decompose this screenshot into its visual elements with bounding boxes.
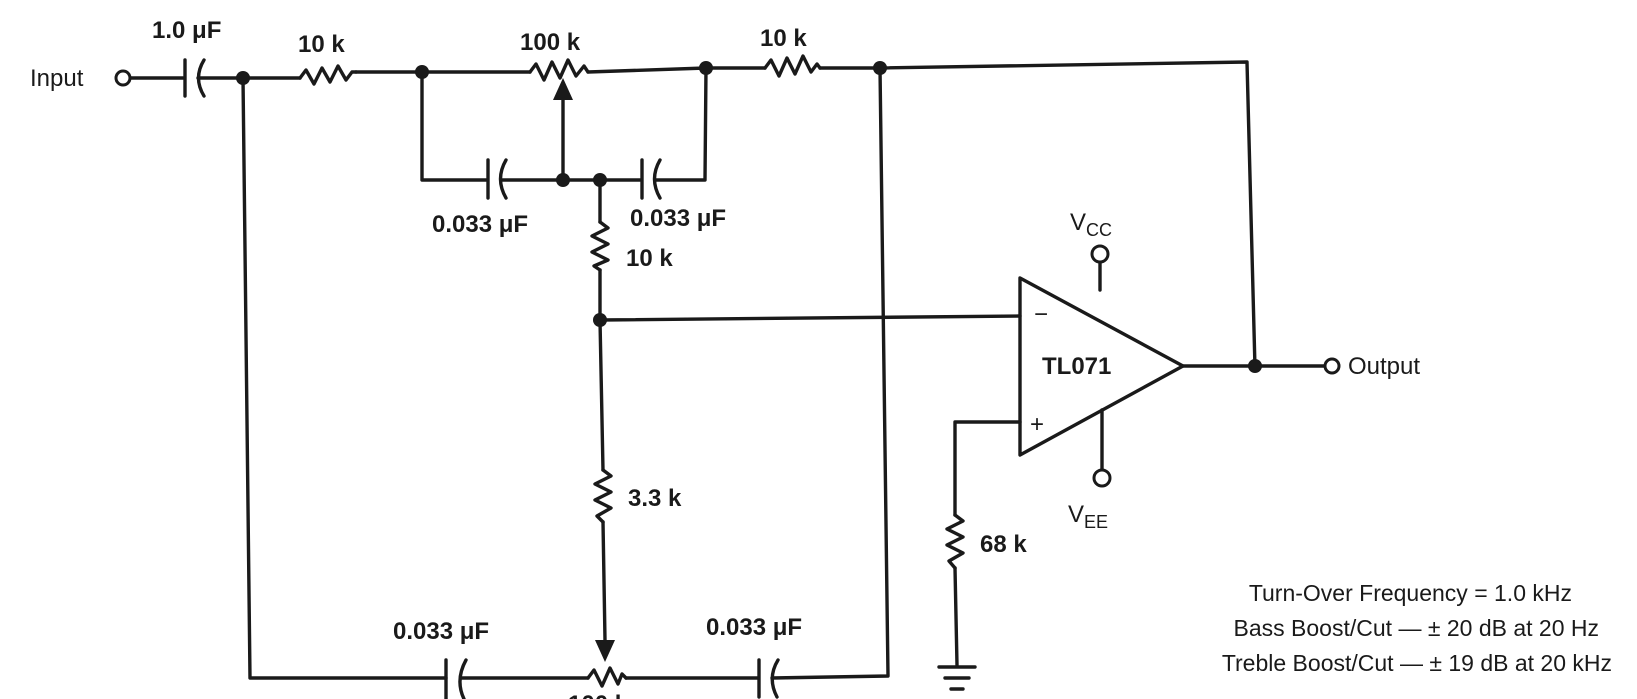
capacitor-top-right (640, 158, 662, 200)
resistor-top-left (298, 64, 358, 86)
opamp-plus-label: + (1030, 411, 1044, 438)
capacitor-input (183, 58, 206, 98)
r-top-right-label: 10 k (760, 25, 807, 52)
input-label: Input (30, 65, 84, 92)
resistor-top-right (763, 54, 822, 78)
r-bias-label: 68 k (980, 531, 1027, 558)
capacitor-bottom-left (444, 658, 468, 699)
r-mid-label: 10 k (626, 245, 673, 272)
r-top-left-label: 10 k (298, 31, 345, 58)
pot-top-label: 100 k (520, 29, 581, 56)
wires (128, 60, 1327, 680)
note-bass: Bass Boost/Cut — ± 20 dB at 20 Hz (1234, 615, 1599, 641)
ground-symbol (937, 665, 977, 691)
pot-bottom-label: 100 k (568, 691, 629, 699)
potentiometer-top (528, 58, 590, 100)
vee-terminal (1092, 468, 1112, 488)
vee-label: VEE (1068, 501, 1108, 532)
c-top-right-label: 0.033 μF (630, 205, 726, 232)
opamp-tl071: − + TL071 (1018, 276, 1185, 457)
note-turnover: Turn-Over Frequency = 1.0 kHz (1249, 580, 1572, 606)
terminals (114, 69, 1341, 488)
output-terminal (1323, 357, 1341, 375)
vcc-label: VCC (1070, 209, 1112, 240)
r-lower-label: 3.3 k (628, 485, 682, 512)
input-terminal (114, 69, 132, 87)
potentiometer-bottom (586, 640, 628, 688)
c-in-label: 1.0 μF (152, 17, 221, 44)
capacitor-bottom-right (757, 658, 780, 699)
resistor-bias (945, 513, 965, 570)
note-treble: Treble Boost/Cut — ± 19 dB at 20 kHz (1222, 650, 1612, 676)
output-label: Output (1348, 353, 1420, 380)
c-bot-right-label: 0.033 μF (706, 614, 802, 641)
c-bot-left-label: 0.033 μF (393, 618, 489, 645)
resistor-mid (590, 220, 610, 272)
vcc-terminal (1090, 244, 1110, 264)
capacitor-top-left (486, 158, 508, 200)
opamp-minus-label: − (1034, 301, 1048, 328)
opamp-label: TL071 (1042, 353, 1111, 380)
c-top-left-label: 0.033 μF (432, 211, 528, 238)
resistor-lower (593, 468, 613, 524)
junction-dots (236, 61, 1262, 373)
